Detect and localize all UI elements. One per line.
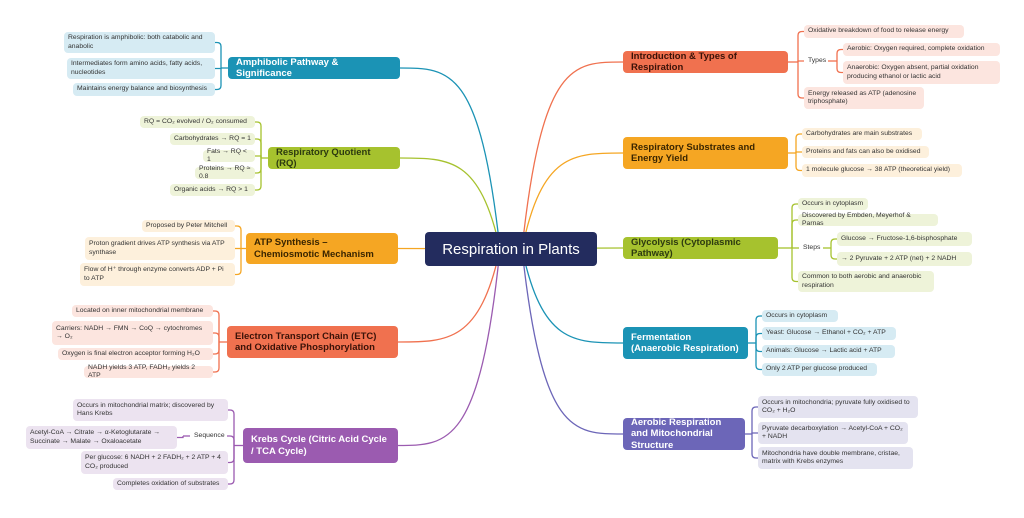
- sub-bracket-link: [177, 436, 184, 439]
- leaf-node[interactable]: RQ = CO₂ evolved / O₂ consumed: [140, 116, 255, 128]
- leaf-node[interactable]: Proposed by Peter Mitchell: [142, 220, 235, 232]
- branch-connector: [397, 248, 501, 447]
- branch-topic[interactable]: Aerobic Respiration and Mitochondrial St…: [623, 417, 745, 451]
- leaf-node[interactable]: Intermediates form amino acids, fatty ac…: [67, 58, 215, 79]
- branch-topic[interactable]: Respiratory Substrates and Energy Yield: [623, 137, 788, 169]
- leaf-node[interactable]: Yeast: Glucose → Ethanol + CO₂ + ATP: [762, 327, 896, 340]
- leaf-node[interactable]: Oxidative breakdown of food to release e…: [804, 25, 964, 38]
- leaf-node[interactable]: Proton gradient drives ATP synthesis via…: [85, 237, 235, 260]
- leaf-node[interactable]: Per glucose: 6 NADH + 2 FADH₂ + 2 ATP + …: [81, 451, 228, 474]
- sub-leaf-node[interactable]: Acetyl-CoA → Citrate → α-Ketoglutarate →…: [26, 426, 177, 449]
- leaf-bracket-link: [255, 158, 262, 174]
- leaf-node[interactable]: Occurs in mitochondria; pyruvate fully o…: [758, 396, 918, 418]
- leaf-node[interactable]: Flow of H⁺ through enzyme converts ADP +…: [80, 263, 235, 286]
- leaf-bracket-link: [755, 343, 762, 371]
- leaf-node[interactable]: Carbohydrates → RQ = 1: [170, 133, 255, 145]
- leaf-bracket-link: [213, 342, 220, 373]
- leaf-bracket-link: [791, 219, 798, 248]
- sub-leaf-node[interactable]: Aerobic: Oxygen required, complete oxida…: [843, 43, 1000, 56]
- leaf-bracket-link: [255, 121, 262, 158]
- leaf-bracket-link: [215, 67, 222, 70]
- leaf-node[interactable]: Only 2 ATP per glucose produced: [762, 363, 877, 376]
- leaf-node[interactable]: 1 molecule glucose → 38 ATP (theoretical…: [802, 164, 962, 177]
- branch-connector: [521, 248, 624, 344]
- leaf-node[interactable]: Completes oxidation of substrates: [113, 478, 228, 490]
- leaf-bracket-link: [791, 203, 798, 248]
- leaf-bracket-link: [255, 138, 262, 158]
- branch-topic[interactable]: ATP Synthesis – Chemiosmotic Mechanism: [246, 233, 398, 264]
- sub-topic-node[interactable]: Types: [808, 56, 827, 64]
- leaf-node[interactable]: Carbohydrates are main substrates: [802, 128, 922, 140]
- branch-topic[interactable]: Fermentation (Anaerobic Respiration): [623, 327, 748, 359]
- branch-connector: [521, 248, 624, 435]
- leaf-bracket-link: [215, 68, 222, 91]
- leaf-bracket-link: [791, 248, 798, 283]
- leaf-node[interactable]: Fats → RQ < 1: [203, 148, 255, 163]
- leaf-node[interactable]: Oxygen is final electron acceptor formin…: [58, 348, 213, 360]
- leaf-bracket-link: [797, 30, 804, 62]
- leaf-bracket-link: [227, 435, 235, 446]
- leaf-bracket-link: [751, 434, 758, 459]
- leaf-node[interactable]: Pyruvate decarboxylation → Acetyl-CoA + …: [758, 422, 908, 444]
- leaf-bracket-link: [797, 60, 804, 62]
- sub-leaf-node[interactable]: → 2 Pyruvate + 2 ATP (net) + 2 NADH: [837, 252, 972, 266]
- sub-bracket-link: [836, 48, 843, 61]
- leaf-bracket-link: [751, 432, 758, 434]
- sub-leaf-node[interactable]: Anaerobic: Oxygen absent, partial oxidat…: [843, 61, 1000, 84]
- branch-connector: [521, 152, 624, 250]
- leaf-node[interactable]: Mitochondria have double membrane, crist…: [758, 447, 913, 469]
- leaf-node[interactable]: Maintains energy balance and biosynthesi…: [73, 83, 215, 96]
- branch-connector: [397, 248, 501, 343]
- leaf-bracket-link: [235, 225, 242, 249]
- leaf-bracket-link: [228, 445, 235, 464]
- leaf-bracket-link: [255, 158, 262, 191]
- sub-leaf-node[interactable]: Glucose → Fructose-1,6-bisphosphate: [837, 232, 972, 246]
- sub-bracket-link: [830, 248, 837, 260]
- sub-topic-node[interactable]: Steps: [803, 243, 821, 251]
- leaf-bracket-link: [751, 406, 758, 434]
- leaf-node[interactable]: Proteins and fats can also be oxidised: [802, 146, 929, 158]
- leaf-node[interactable]: Occurs in mitochondrial matrix; discover…: [73, 399, 228, 421]
- leaf-bracket-link: [795, 133, 802, 153]
- leaf-bracket-link: [797, 62, 804, 99]
- leaf-node[interactable]: Organic acids → RQ > 1: [170, 184, 255, 196]
- leaf-bracket-link: [228, 409, 235, 446]
- leaf-bracket-link: [228, 445, 235, 485]
- leaf-bracket-link: [255, 155, 262, 158]
- sub-bracket-link: [836, 61, 843, 74]
- leaf-node[interactable]: Carriers: NADH → FMN → CoQ → cytochromes…: [52, 321, 213, 345]
- leaf-bracket-link: [215, 41, 222, 68]
- leaf-node[interactable]: Occurs in cytoplasm: [798, 198, 868, 210]
- leaf-node[interactable]: Discovered by Embden, Meyerhof & Parnas: [798, 212, 938, 227]
- leaf-node[interactable]: Proteins → RQ ≈ 0.8: [195, 165, 255, 180]
- leaf-node[interactable]: Located on inner mitochondrial membrane: [72, 305, 213, 317]
- sub-topic-node[interactable]: Sequence: [194, 431, 225, 439]
- leaf-bracket-link: [213, 342, 220, 355]
- leaf-bracket-link: [235, 248, 242, 276]
- central-topic[interactable]: Respiration in Plants: [425, 232, 597, 266]
- branch-connector: [399, 67, 501, 250]
- leaf-bracket-link: [795, 151, 802, 153]
- leaf-bracket-link: [213, 332, 220, 342]
- leaf-bracket-link: [755, 315, 762, 343]
- branch-topic[interactable]: Electron Transport Chain (ETC) and Oxida…: [227, 326, 398, 358]
- branch-topic[interactable]: Krebs Cycle (Citric Acid Cycle / TCA Cyc…: [243, 428, 398, 463]
- branch-connector: [399, 157, 501, 250]
- leaf-node[interactable]: Energy released as ATP (adenosine tripho…: [804, 87, 924, 109]
- leaf-bracket-link: [213, 310, 220, 342]
- leaf-node[interactable]: Common to both aerobic and anaerobic res…: [798, 271, 934, 292]
- leaf-node[interactable]: Occurs in cytoplasm: [762, 310, 838, 322]
- leaf-node[interactable]: NADH yields 3 ATP, FADH₂ yields 2 ATP: [84, 364, 213, 379]
- branch-topic[interactable]: Glycolysis (Cytoplasmic Pathway): [623, 237, 778, 259]
- leaf-node[interactable]: Animals: Glucose → Lactic acid + ATP: [762, 345, 895, 358]
- branch-connector: [521, 61, 624, 250]
- leaf-bracket-link: [795, 153, 802, 172]
- branch-topic[interactable]: Respiratory Quotient (RQ): [268, 147, 400, 169]
- sub-bracket-link: [830, 238, 837, 248]
- leaf-bracket-link: [755, 332, 762, 343]
- leaf-node[interactable]: Respiration is amphibolic: both cataboli…: [64, 32, 215, 53]
- branch-topic[interactable]: Amphibolic Pathway & Significance: [228, 57, 400, 79]
- branch-topic[interactable]: Introduction & Types of Respiration: [623, 51, 788, 73]
